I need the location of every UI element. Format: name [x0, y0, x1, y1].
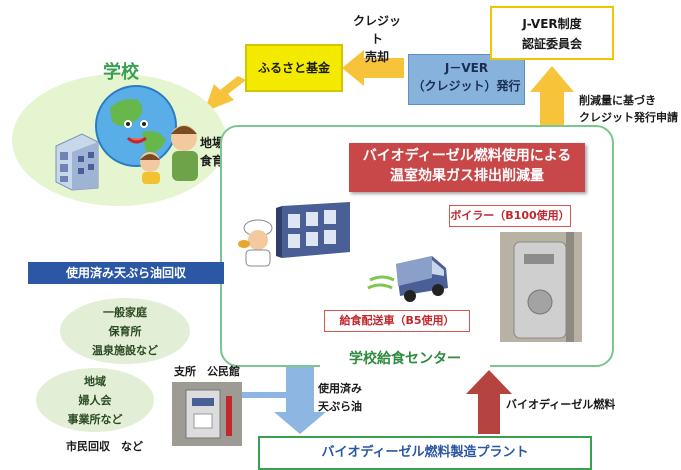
collection-box-photo: [172, 382, 242, 446]
credit-sale-arrow: [342, 50, 404, 86]
fund-to-school-arrow: [204, 76, 246, 112]
biodiesel-flow-label: バイオディーゼル燃料: [506, 398, 616, 411]
center-title: 学校給食センター: [320, 348, 490, 368]
delivery-truck-label: 給食配送車（B5使用）: [324, 310, 470, 332]
households-line2: 保育所: [108, 325, 142, 338]
used-oil-line2: 天ぷら油: [318, 400, 362, 413]
jver-issue-box: J－VER （クレジット）発行: [408, 54, 525, 105]
used-oil-flow-label: 使用済み 天ぷら油: [318, 380, 362, 416]
community-oval: 地域 婦人会 事業所など: [36, 368, 154, 432]
community-line3: 事業所など: [67, 413, 123, 426]
globe-family-illustration: [95, 85, 198, 184]
school-building-icon: [55, 133, 99, 191]
community-line1: 地域: [84, 375, 106, 388]
credit-application-arrow: [530, 66, 574, 128]
jver-issue-line2: （クレジット）発行: [412, 79, 521, 93]
boiler-photo: [500, 232, 582, 342]
credit-sale-label: クレジット 売却: [352, 12, 402, 66]
credit-application-label: 削減量に基づき クレジット発行申請: [579, 92, 678, 126]
lunch-center-building-icon: [238, 202, 350, 267]
branch-label: 支所 公民館: [174, 365, 240, 378]
emission-reduction-headline: バイオディーゼル燃料使用による 温室効果ガス排出削減量: [349, 143, 585, 192]
credit-application-line2: クレジット発行申請: [579, 111, 678, 124]
credit-sale-line2: 売却: [364, 50, 389, 64]
delivery-truck-icon: [367, 256, 448, 302]
households-line3: 温泉施設など: [92, 344, 158, 357]
credit-application-line1: 削減量に基づき: [579, 94, 656, 107]
biodiesel-plant-box: バイオディーゼル燃料製造プラント: [258, 436, 592, 470]
biodiesel-arrow: [466, 370, 512, 434]
households-oval: 一般家庭 保育所 温泉施設など: [60, 298, 190, 364]
city-collection-label: 市民回収 など: [66, 440, 143, 453]
jver-issue-line1: J－VER: [444, 61, 489, 75]
headline-line2: 温室効果ガス排出削減量: [390, 168, 544, 184]
jver-committee-line1: J-VER制度: [522, 17, 582, 31]
households-line1: 一般家庭: [103, 306, 147, 319]
jver-committee-box: J-VER制度 認証委員会: [490, 6, 614, 60]
community-line2: 婦人会: [78, 394, 112, 407]
credit-sale-line1: クレジット: [352, 14, 401, 46]
headline-line1: バイオディーゼル燃料使用による: [362, 148, 572, 164]
boiler-label: ボイラー（B100使用）: [449, 205, 571, 227]
used-oil-line1: 使用済み: [318, 382, 362, 395]
furusato-fund-box: ふるさと基金: [245, 44, 343, 92]
oil-collection-banner: 使用済み天ぷら油回収: [28, 262, 224, 284]
school-title: 学校: [103, 62, 139, 83]
used-oil-arrow: [274, 364, 326, 434]
jver-committee-line2: 認証委員会: [521, 37, 582, 51]
